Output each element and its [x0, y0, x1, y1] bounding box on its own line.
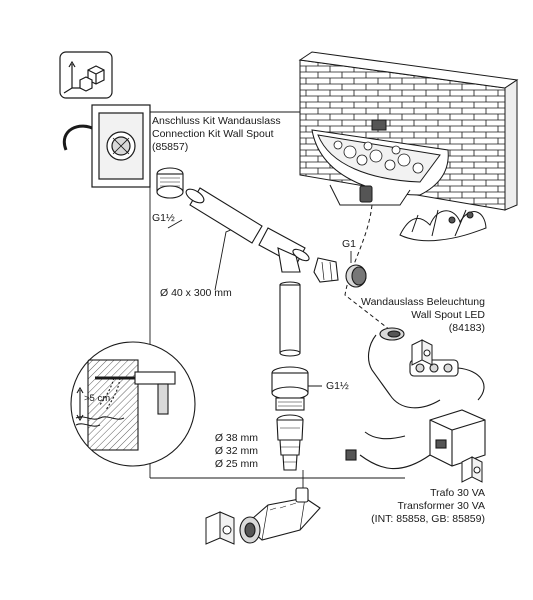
transformer-de: Trafo 30 VA — [430, 487, 485, 499]
t-piece — [258, 227, 310, 273]
thread-g1-label: G1 — [342, 238, 357, 250]
threaded-fitting-g1-half — [156, 167, 184, 199]
hose-size-38: Ø 38 mm — [214, 432, 258, 444]
brick-wall-icon — [298, 51, 519, 211]
connection-kit-code: (85857) — [152, 141, 189, 153]
transformer-icon — [345, 409, 486, 470]
manual-icon — [205, 339, 483, 545]
thread-g1-half-top-label: G1½ — [152, 212, 175, 224]
hose-size-32: Ø 32 mm — [214, 445, 258, 457]
pipe-dimension-label: Ø 40 x 300 mm — [160, 287, 232, 299]
nut-g1 — [313, 257, 339, 283]
led-cable — [344, 204, 391, 331]
straight-pipe — [185, 187, 263, 244]
wall-spout-led-en: Wall Spout LED — [411, 309, 485, 321]
transformer-en: Transformer 30 VA — [397, 500, 485, 512]
wall-spout-led-de: Wandauslass Beleuchtung — [361, 296, 485, 308]
led-light-icon — [367, 327, 485, 409]
view-orientation-icon — [59, 51, 113, 99]
thread-g1-half-bottom-label: G1½ — [326, 380, 349, 392]
wall-detail-circle — [70, 341, 196, 467]
hose-size-25: Ø 25 mm — [214, 458, 258, 470]
transformer-label: Trafo 30 VA Transformer 30 VA (INT: 8585… — [355, 487, 485, 526]
hose-connector — [276, 414, 304, 471]
union-g1-half — [271, 366, 309, 411]
connection-kit-en: Connection Kit Wall Spout — [152, 128, 274, 140]
connection-kit-de: Anschluss Kit Wandauslass — [152, 115, 281, 127]
connection-kit-label: Anschluss Kit Wandauslass Connection Kit… — [152, 115, 281, 154]
wall-spout-icon — [62, 104, 151, 188]
pump-icon — [239, 487, 321, 544]
cap-g1 — [345, 264, 367, 288]
hose-sizes-label: Ø 38 mm Ø 32 mm Ø 25 mm — [178, 432, 258, 471]
vertical-pipe — [279, 281, 301, 357]
transformer-code: (INT: 85858, GB: 85859) — [371, 513, 485, 525]
distance-label: >5 cm — [84, 393, 111, 404]
plants-icon — [399, 209, 487, 242]
wall-spout-led-code: (84183) — [448, 322, 485, 334]
wall-spout-led-label: Wandauslass Beleuchtung Wall Spout LED (… — [345, 296, 485, 335]
